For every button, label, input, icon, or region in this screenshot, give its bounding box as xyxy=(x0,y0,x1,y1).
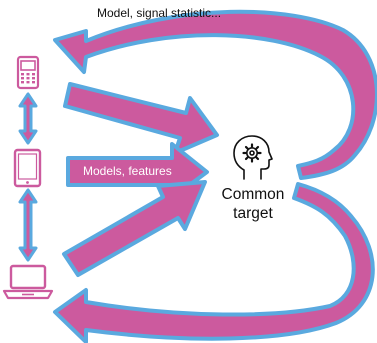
bottom-return-arrow xyxy=(53,182,375,343)
laptop-icon xyxy=(2,264,54,300)
laptop-to-target-arrow xyxy=(62,180,207,277)
common-target-line2: target xyxy=(233,205,273,222)
middle-arrow-label: Models, features xyxy=(83,164,172,178)
common-target-line1: Common xyxy=(222,186,285,203)
head-with-gear-icon xyxy=(233,135,273,180)
tablet-icon xyxy=(13,148,42,188)
phone-to-target-arrow xyxy=(63,82,219,155)
phone-tablet-double-arrow xyxy=(18,92,38,145)
mobile-phone-icon xyxy=(16,55,40,90)
top-return-arrow xyxy=(53,9,377,180)
tablet-laptop-double-arrow xyxy=(18,188,38,262)
top-label: Model, signal statistic... xyxy=(97,6,221,20)
